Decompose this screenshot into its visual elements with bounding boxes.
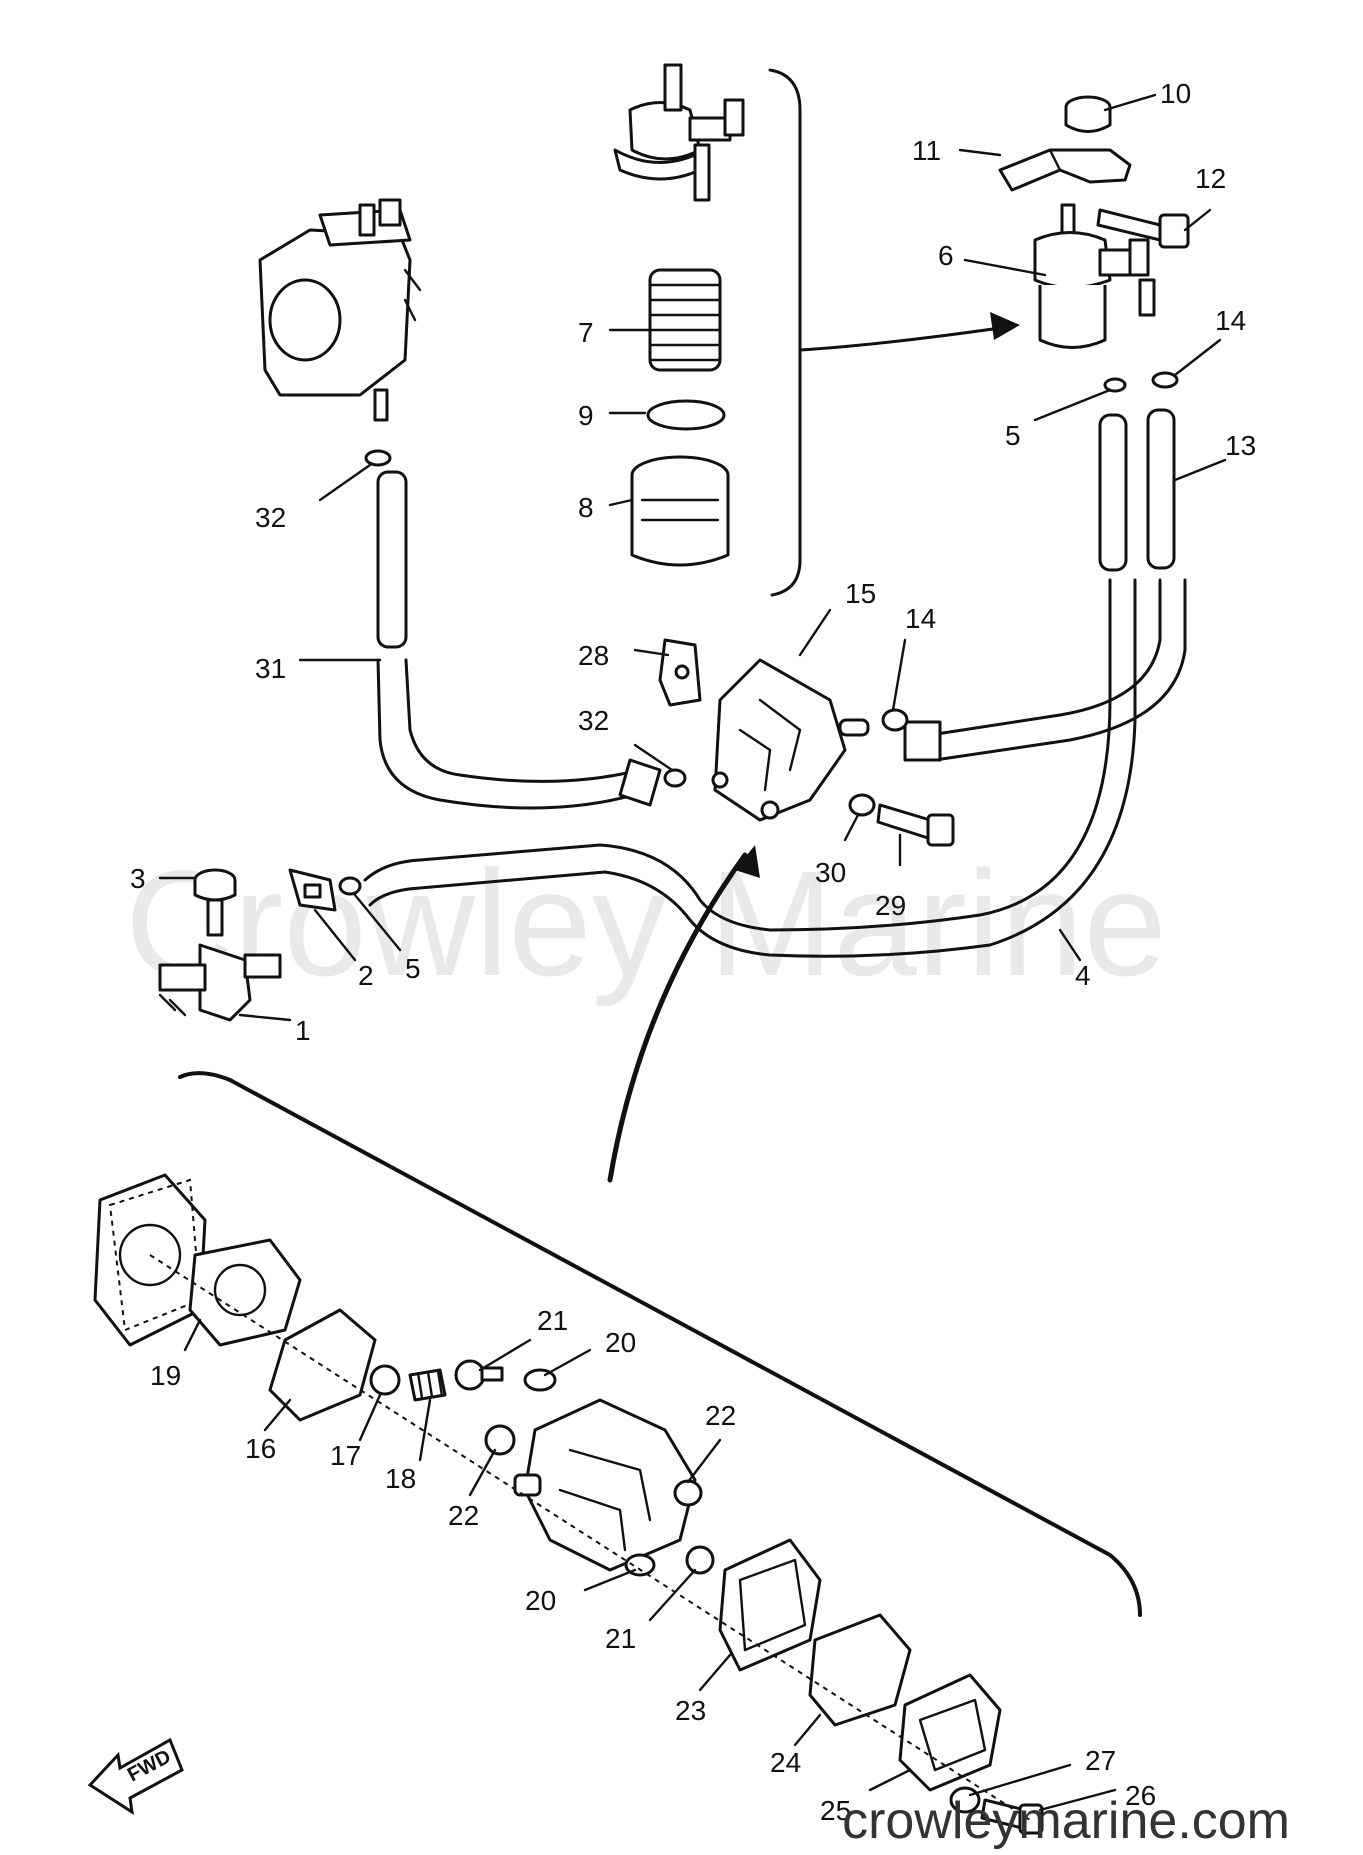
watermark: Crowley Marine bbox=[125, 839, 1167, 1007]
hose-part-31 bbox=[376, 470, 662, 810]
clip-part-5-top bbox=[1103, 377, 1127, 393]
callout-19: 19 bbox=[150, 1360, 181, 1391]
washer-part-22-right bbox=[673, 1479, 703, 1507]
pin-part-20-top bbox=[523, 1368, 557, 1392]
callout-21-bottom: 21 bbox=[605, 1623, 636, 1654]
hose-part-4-branch bbox=[928, 578, 1187, 762]
bolt-part-12 bbox=[1096, 208, 1190, 249]
gasket-part-28 bbox=[658, 638, 702, 707]
screw-part-21-top bbox=[454, 1359, 504, 1391]
pump-detail-arrowhead bbox=[735, 845, 760, 878]
fuel-filter-assembly-top bbox=[613, 63, 745, 202]
clip-part-32-mid bbox=[663, 768, 687, 788]
callout-3: 3 bbox=[130, 863, 146, 894]
valve-part-17 bbox=[369, 1364, 401, 1396]
washer-part-30 bbox=[848, 793, 876, 817]
callout-30: 30 bbox=[815, 857, 846, 888]
gasket-part-2 bbox=[288, 868, 337, 912]
clip-part-14-top bbox=[1151, 371, 1179, 389]
clip-part-5-left bbox=[338, 876, 362, 896]
hose-part-4-end bbox=[903, 720, 942, 762]
callout-8: 8 bbox=[578, 492, 594, 523]
clip-part-32-top bbox=[364, 449, 392, 467]
fwd-arrow-icon: FWD bbox=[87, 1737, 184, 1816]
callout-24: 24 bbox=[770, 1747, 801, 1778]
leader-lines bbox=[158, 93, 1227, 1812]
callout-29: 29 bbox=[875, 890, 906, 921]
callout-17: 17 bbox=[330, 1440, 361, 1471]
callout-32-mid: 32 bbox=[578, 705, 609, 736]
explosion-axis bbox=[149, 1254, 1031, 1821]
callout-27: 27 bbox=[1085, 1745, 1116, 1776]
callout-7: 7 bbox=[578, 317, 594, 348]
callout-5-left: 5 bbox=[405, 953, 421, 984]
callout-10: 10 bbox=[1160, 78, 1191, 109]
pump-detail-arrow bbox=[607, 852, 748, 1183]
hose-part-4-outer bbox=[363, 578, 1112, 932]
nut-part-10 bbox=[1064, 95, 1112, 133]
gasket-part-23 bbox=[718, 1538, 822, 1672]
cover-part-19 bbox=[93, 1173, 207, 1347]
clip-part-14-mid bbox=[881, 708, 909, 732]
screw-part-26 bbox=[980, 1798, 1044, 1835]
callout-9: 9 bbox=[578, 400, 594, 431]
callout-5-top: 5 bbox=[1005, 420, 1021, 451]
callout-23: 23 bbox=[675, 1695, 706, 1726]
callout-25: 25 bbox=[820, 1795, 851, 1826]
callout-22-left: 22 bbox=[448, 1500, 479, 1531]
callout-32-top: 32 bbox=[255, 502, 286, 533]
fuel-joint-part-1 bbox=[158, 943, 282, 1022]
callout-22-right: 22 bbox=[705, 1400, 736, 1431]
callout-20-top: 20 bbox=[605, 1327, 636, 1358]
bracket-part-11 bbox=[998, 148, 1132, 192]
screw-part-3 bbox=[193, 868, 237, 937]
callout-18: 18 bbox=[385, 1463, 416, 1494]
filter-group-bracket bbox=[768, 68, 802, 597]
hose-part-4-inner bbox=[368, 578, 1137, 958]
washer-part-22-left bbox=[484, 1424, 516, 1456]
callout-14-mid: 14 bbox=[905, 603, 936, 634]
callout-15: 15 bbox=[845, 578, 876, 609]
o-ring-part-9 bbox=[646, 399, 726, 431]
callout-12: 12 bbox=[1195, 163, 1226, 194]
fuel-pump-part-15 bbox=[711, 658, 870, 822]
hose-part-13 bbox=[1098, 408, 1176, 572]
callout-31: 31 bbox=[255, 653, 286, 684]
diaphragm-part-24 bbox=[808, 1613, 912, 1727]
cover-part-25 bbox=[898, 1673, 1002, 1792]
spring-part-18 bbox=[408, 1368, 447, 1402]
callout-4: 4 bbox=[1075, 960, 1091, 991]
callout-14-top: 14 bbox=[1215, 305, 1246, 336]
screw-part-21-bottom bbox=[685, 1545, 715, 1575]
callout-21-top: 21 bbox=[537, 1305, 568, 1336]
footer-url: crowleymarine.com bbox=[842, 1792, 1290, 1850]
filter-cup-part-8 bbox=[630, 455, 730, 567]
callout-16: 16 bbox=[245, 1433, 276, 1464]
callout-26: 26 bbox=[1125, 1780, 1156, 1811]
carburetor bbox=[258, 198, 422, 422]
diaphragm-part-19b bbox=[188, 1238, 302, 1347]
pump-body bbox=[513, 1398, 697, 1572]
callout-2: 2 bbox=[358, 960, 374, 991]
fuel-filter-part-6 bbox=[1033, 203, 1156, 349]
callout-13: 13 bbox=[1225, 430, 1256, 461]
exploded-group-bracket bbox=[178, 1071, 1142, 1617]
filter-group-arrow bbox=[798, 326, 1002, 352]
callout-1: 1 bbox=[295, 1015, 311, 1046]
callout-11: 11 bbox=[912, 135, 941, 166]
filter-element-part-7 bbox=[648, 268, 722, 372]
filter-group-arrowhead bbox=[990, 312, 1020, 340]
callout-6: 6 bbox=[938, 240, 954, 271]
callout-28: 28 bbox=[578, 640, 609, 671]
callout-20-bottom: 20 bbox=[525, 1585, 556, 1616]
bolt-part-29 bbox=[876, 803, 955, 847]
